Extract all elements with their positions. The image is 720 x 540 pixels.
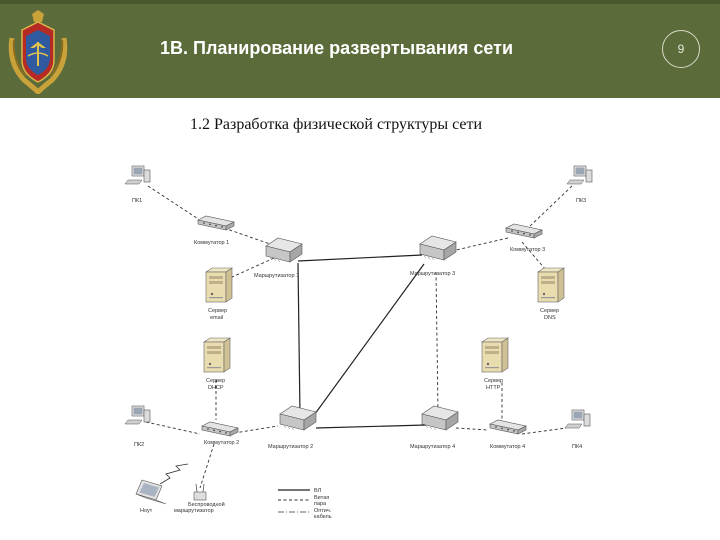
server-http-label-2: HTTP (486, 385, 501, 391)
server-dns-label-2: DNS (544, 315, 556, 321)
router2-label: Маршрутизатор 2 (268, 444, 313, 450)
legend-line2a-label: Витая (314, 495, 329, 501)
wireless-link (159, 463, 189, 485)
server-email-label-1: Сервер (208, 308, 227, 314)
header-top-band (0, 0, 720, 4)
server-dhcp-label-2: DHCP (208, 385, 224, 391)
router4-label: Маршрутизатор 4 (410, 444, 455, 450)
link-router1-router3 (297, 254, 423, 262)
router1-icon (265, 237, 303, 263)
link-switch2-router2 (233, 425, 279, 434)
pc4-label: ПК4 (572, 444, 582, 450)
router4-icon (421, 405, 459, 431)
dashed-links (145, 185, 573, 489)
link-switch4-pc4 (521, 427, 567, 435)
legend-line3b-label: кабель (314, 514, 332, 520)
laptop-label: Ноут (140, 508, 153, 514)
server-dns-label-1: Сервер (540, 308, 559, 314)
server-dns-icon (537, 267, 565, 303)
router3-icon (419, 235, 457, 261)
server-email-icon (205, 267, 233, 303)
link-pc1-switch1 (147, 185, 207, 225)
military-emblem-icon (8, 10, 68, 94)
pc1-label: ПК1 (132, 198, 142, 204)
server-http-icon (481, 337, 509, 373)
switch3-icon (505, 223, 543, 239)
pc2-icon (124, 405, 151, 425)
wireless-router-label-2: маршрутизатор (174, 508, 214, 514)
link-pc2-switch2 (145, 421, 201, 435)
legend: ВЛ Витая пара Оптич. кабель (278, 488, 332, 520)
switch1-label: Коммутатор 1 (194, 240, 229, 246)
legend-line3a-label: Оптич. (314, 508, 332, 514)
link-router3-router4 (435, 271, 439, 413)
pc3-icon (566, 165, 593, 185)
link-switch3-server-dns (521, 241, 547, 271)
link-router2-router4 (315, 424, 427, 429)
page-number-badge: 9 (662, 30, 700, 68)
server-dhcp-icon (203, 337, 231, 373)
switch4-icon (489, 419, 527, 435)
link-router1-server-email (229, 257, 275, 279)
laptop-icon (135, 479, 167, 505)
link-router1-router2 (297, 262, 301, 417)
pc1-icon (124, 165, 151, 185)
router1-label: Маршрутизатор 1 (254, 273, 299, 279)
link-switch2-wireless (199, 443, 215, 489)
switch4-label: Коммутатор 4 (490, 444, 525, 450)
pc2-label: ПК2 (134, 442, 144, 448)
link-switch3-router3 (455, 237, 509, 251)
core-links (297, 254, 427, 429)
slide-subtitle: 1.2 Разработка физической структуры сети (190, 116, 483, 133)
network-diagram: ПК1 ПК3 Коммутатор 1 Коммутатор 3 Маршру… (124, 165, 593, 520)
switch1-icon (197, 215, 235, 231)
slide-header: 1В. Планирование развертывания сети 9 (0, 0, 720, 98)
link-pc3-switch3 (527, 185, 573, 229)
link-router4-switch4 (455, 427, 489, 431)
wireless-router-label-1: Беспроводной (188, 501, 225, 508)
router3-label: Маршрутизатор 3 (410, 271, 455, 277)
router2-icon (279, 405, 317, 431)
link-router2-router3 (311, 263, 425, 419)
slide-title: 1В. Планирование развертывания сети (160, 38, 514, 58)
pc3-label: ПК3 (576, 198, 586, 204)
switch2-label: Коммутатор 2 (204, 440, 239, 446)
link-switch1-router1 (223, 227, 271, 245)
wireless-router-icon (193, 483, 207, 501)
pc4-icon (564, 409, 591, 429)
legend-line2b-label: пара (314, 501, 327, 507)
switch2-icon (201, 421, 239, 437)
switch3-label: Коммутатор 3 (510, 247, 545, 253)
server-email-label-2: email (210, 315, 223, 321)
server-http-label-1: Сервер (484, 378, 503, 384)
legend-line1-label: ВЛ (314, 488, 322, 494)
server-dhcp-label-1: Сервер (206, 378, 225, 384)
